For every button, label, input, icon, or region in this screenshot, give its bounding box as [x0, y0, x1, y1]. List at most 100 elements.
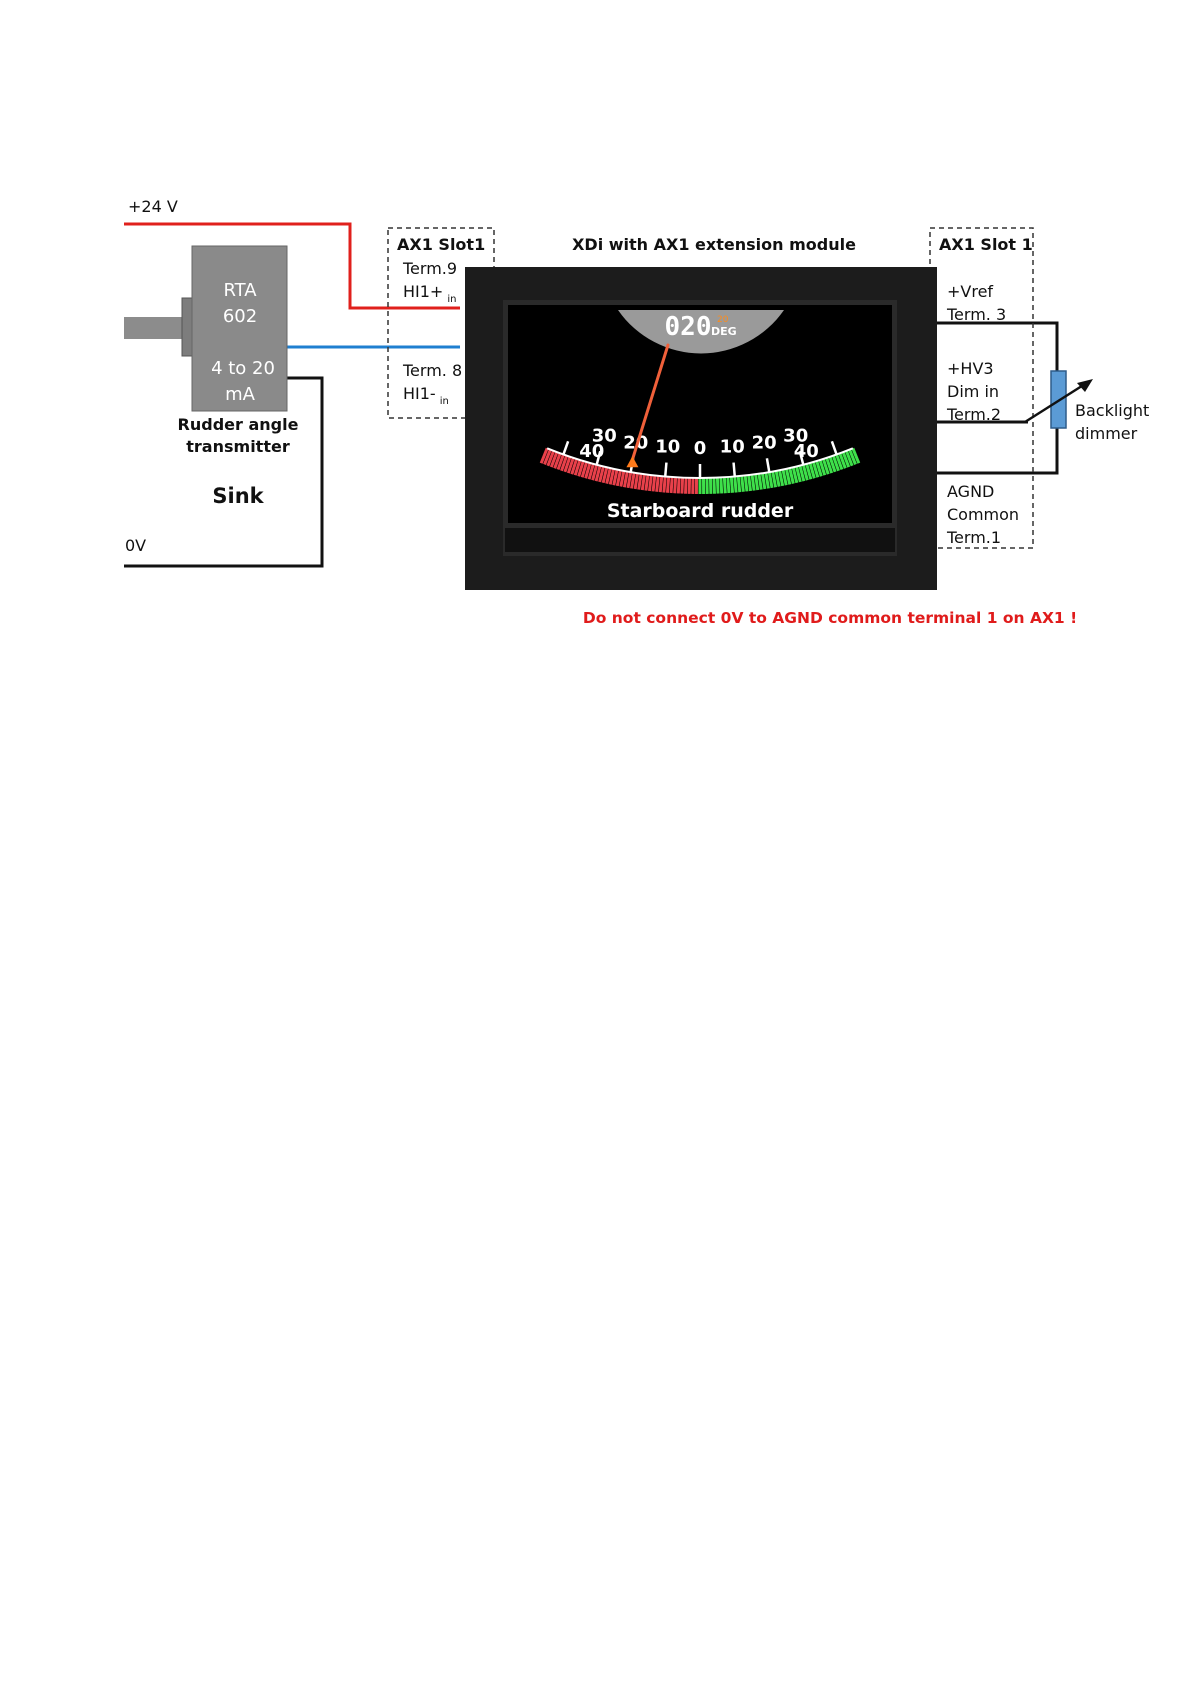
- scale-band-tick: [747, 474, 753, 492]
- rudder-marker-icon: [626, 456, 639, 468]
- scale-band-tick: [619, 470, 626, 487]
- scale-band-tick: [754, 473, 760, 491]
- scale-band-tick: [726, 476, 731, 494]
- hi1-plus-label: HI1+in: [403, 282, 456, 305]
- term1-label: Term.1: [946, 528, 1001, 547]
- scale-band-tick: [680, 477, 685, 494]
- scale-band-tick: [818, 459, 827, 476]
- scale-band-tick: [622, 471, 629, 488]
- transmitter-shaft: [124, 317, 186, 339]
- scale-band-tick: [791, 466, 799, 484]
- term9-label: Term.9: [402, 259, 457, 278]
- scale-band-tick: [848, 449, 857, 466]
- scale-band-tick: [778, 469, 785, 487]
- backlight-dimmer: [1024, 370, 1093, 429]
- scale-band-tick: [546, 450, 556, 467]
- scale-band-tick: [729, 476, 735, 493]
- scale-arc: [539, 440, 861, 494]
- scale-band-tick: [570, 458, 579, 475]
- plus-24v-wire: [124, 222, 460, 310]
- scale-band-tick: [684, 477, 688, 494]
- scale-band-tick: [795, 466, 802, 483]
- scale-band-tick: [553, 452, 562, 469]
- scale-band-tick: [601, 466, 609, 484]
- ground-wire: [124, 376, 324, 568]
- scale-band-tick: [719, 477, 724, 494]
- scale-band-tick: [556, 453, 565, 471]
- scale-major-tick: [830, 440, 838, 455]
- scale-left-20: 20: [623, 433, 648, 454]
- vref-label: +Vref: [947, 282, 993, 301]
- scale-band-tick: [584, 462, 592, 479]
- scale-major-tick: [663, 462, 668, 477]
- scale-band-tick: [608, 468, 616, 485]
- scale-band-tick: [591, 464, 599, 481]
- scale-band-tick: [838, 452, 847, 469]
- readout-unit: DEG: [711, 325, 737, 338]
- scale-right-20: 20: [752, 433, 777, 454]
- scale-band-tick: [612, 469, 619, 486]
- term2-label: Term.2: [946, 405, 1001, 424]
- transmitter-line-3: 4 to 20: [211, 358, 275, 379]
- transmitter-line-2: 602: [223, 306, 257, 327]
- right-slot-title: AX1 Slot 1: [939, 235, 1033, 254]
- scale-band-tick: [655, 475, 660, 492]
- scale-band-tick: [712, 477, 716, 494]
- scale-band-tick: [580, 461, 589, 478]
- potentiometer-arrow: [1024, 382, 1086, 424]
- scale-band-tick: [771, 471, 778, 488]
- transmitter-body: [191, 245, 288, 412]
- scale-band-tick: [767, 471, 774, 489]
- scale-band-tick: [828, 456, 837, 473]
- bezel-bottom-strip: [505, 528, 895, 552]
- scale-band-tick: [605, 467, 612, 484]
- hv3-label: +HV3: [947, 359, 994, 378]
- readout-dome: [618, 310, 784, 354]
- scale-band-tick: [801, 464, 809, 481]
- scale-band-tick: [764, 472, 770, 489]
- agnd-label: AGND: [947, 482, 994, 501]
- scale-band-tick: [626, 471, 633, 489]
- scale-major-tick: [798, 450, 805, 466]
- scale-band-tick: [733, 476, 738, 493]
- scale-band-tick: [815, 460, 823, 477]
- warning-text: Do not connect 0V to AGND common termina…: [583, 609, 1077, 627]
- dimmer-label-2: dimmer: [1075, 424, 1138, 443]
- scale-band-tick: [798, 465, 806, 482]
- rudder-angle-transmitter: RTA 602 4 to 20 mA: [124, 245, 288, 412]
- xdi-instrument: 020 20 DEG 40 30 20 10 0 10 20 30 40 Sta…: [465, 267, 937, 590]
- scale-band-tick: [566, 457, 575, 474]
- scale-band-tick: [835, 453, 844, 471]
- scale-band-tick: [577, 460, 585, 477]
- scale-band-tick: [647, 474, 653, 492]
- scale-band-tick: [662, 476, 667, 493]
- scale-band-tick: [573, 459, 582, 476]
- scale-band-tick: [637, 473, 643, 490]
- scale-band-tick: [743, 475, 749, 492]
- scale-band-tick: [788, 467, 795, 484]
- scale-major-tick: [562, 440, 570, 455]
- scale-band-tick: [825, 457, 834, 474]
- dimmer-label-1: Backlight: [1075, 401, 1149, 420]
- scale-band-tick: [669, 476, 674, 494]
- term3-label: Term. 3: [946, 305, 1006, 324]
- scale-band-tick: [651, 475, 657, 492]
- scale-band-tick: [665, 476, 671, 493]
- scale-band-tick: [722, 477, 727, 494]
- zero-volt-label: 0V: [125, 536, 146, 555]
- scale-band-tick: [821, 458, 830, 475]
- scale-band-tick: [831, 455, 840, 472]
- scale-band-tick: [781, 469, 788, 486]
- scale-major-tick: [595, 450, 602, 466]
- arrow-head-icon: [1077, 379, 1093, 392]
- scale-left-10: 10: [655, 437, 680, 458]
- scale-band-tick: [543, 449, 552, 466]
- plus-24v-label: +24 V: [128, 197, 178, 216]
- scale-band-tick: [587, 463, 595, 480]
- scale-band-tick: [560, 455, 569, 472]
- scale-band-tick: [715, 477, 720, 494]
- scale-band-tick: [539, 447, 549, 464]
- dim-in-label: Dim in: [947, 382, 999, 401]
- vref-wire: [935, 321, 1059, 371]
